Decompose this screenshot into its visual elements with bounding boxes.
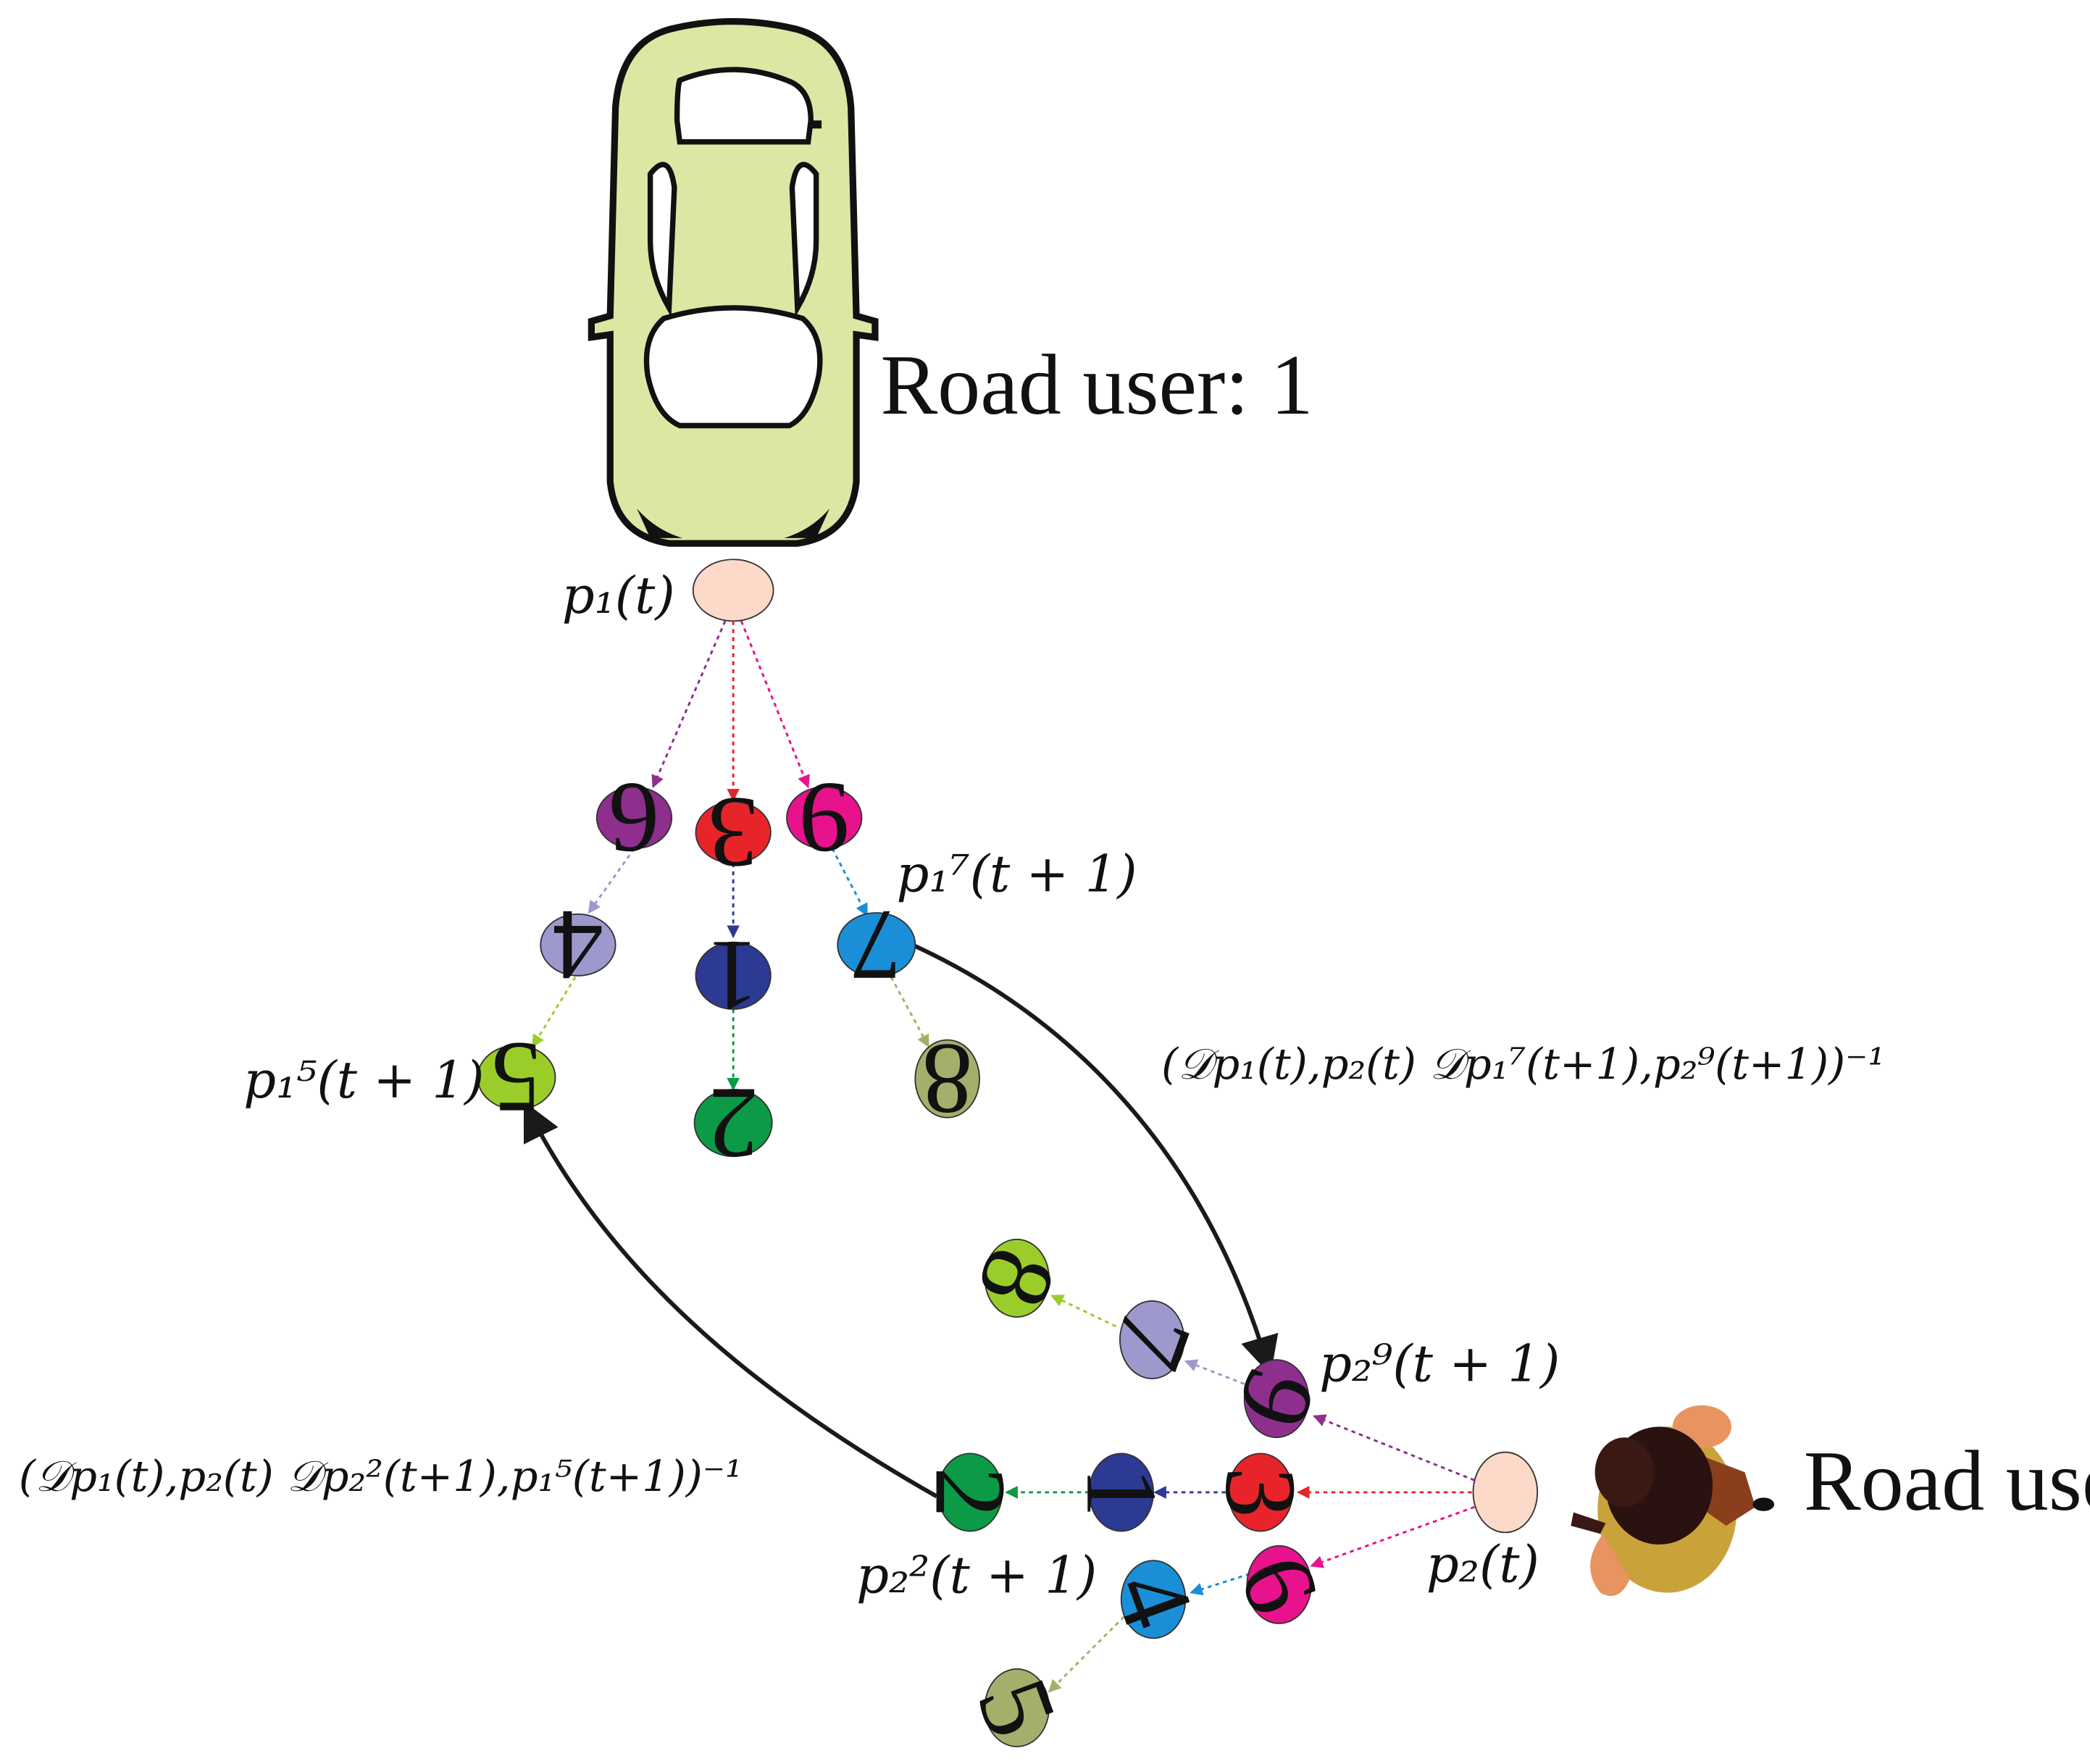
p2-9-label: p₂⁹(t + 1) <box>1319 1334 1560 1394</box>
user2-node-7: 7 <box>1090 1297 1213 1383</box>
svg-text:4: 4 <box>553 889 603 1001</box>
user1-node-8: 8 <box>914 1023 980 1135</box>
edge-7-to-8 <box>890 976 930 1048</box>
user2-node-2: 2 <box>914 1452 1027 1532</box>
formula-lower: (𝒟p₁(t),p₂(t) 𝒟p₂²(t+1),p₁⁵(t+1))⁻¹ <box>19 1451 743 1501</box>
svg-text:3: 3 <box>1204 1467 1316 1518</box>
user2-node-8: 8 <box>956 1235 1079 1321</box>
edge-9-to-7 <box>1184 1359 1245 1385</box>
p2-origin-node <box>1472 1451 1539 1534</box>
edge-6-to-4 <box>1190 1573 1250 1596</box>
edge-7-to-8 <box>1050 1295 1117 1328</box>
svg-text:8: 8 <box>922 1023 973 1135</box>
user1-node-7: 7 <box>837 889 916 1001</box>
user1-edges <box>531 620 930 1091</box>
edge-origin-to-9 <box>740 620 810 788</box>
user2-edges <box>1005 1295 1475 1693</box>
user2-node-5: 5 <box>956 1665 1079 1751</box>
svg-text:5: 5 <box>491 1021 542 1134</box>
p2-t-label: p₂(t) <box>1426 1535 1539 1594</box>
user1-node-2: 2 <box>693 1067 773 1179</box>
user1-node-4: 4 <box>540 889 616 1001</box>
car-icon <box>588 17 879 547</box>
user1-node-6: 6 <box>595 761 673 874</box>
svg-text:7: 7 <box>851 889 902 1001</box>
edge-4-to-5 <box>531 976 577 1048</box>
p1-7-label: p₁⁷(t + 1) <box>896 844 1137 903</box>
p1-t-label: p₁(t) <box>562 566 675 625</box>
edge-4-to-5 <box>1048 1615 1125 1693</box>
edge-origin-to-9 <box>1313 1414 1475 1481</box>
user2-node-4: 4 <box>1092 1556 1215 1642</box>
road-user-1-label: Road user: 1 <box>880 338 1313 432</box>
user2-node-1: 1 <box>1065 1452 1177 1532</box>
edge-6-to-4 <box>588 848 635 914</box>
pedestrian-icon <box>1571 1405 1775 1597</box>
arrow-p2-2-to-p1-5 <box>523 1101 938 1499</box>
svg-text:9: 9 <box>799 761 850 874</box>
user1-node-3: 3 <box>695 777 772 889</box>
svg-text:2: 2 <box>708 1067 758 1179</box>
svg-text:1: 1 <box>708 919 758 1032</box>
p1-5-label: p₁⁵(t + 1) <box>243 1050 484 1110</box>
svg-text:1: 1 <box>1065 1467 1177 1518</box>
svg-text:3: 3 <box>708 777 758 889</box>
user2-node-3: 3 <box>1204 1452 1316 1532</box>
user2-node-6: 6 <box>1218 1542 1341 1628</box>
formula-upper: (𝒟p₁(t),p₂(t) 𝒟p₁⁷(t+1),p₂⁹(t+1))⁻¹ <box>1161 1039 1885 1089</box>
road-user-2-label: Road user: 2 <box>1804 1434 2090 1529</box>
svg-text:2: 2 <box>914 1467 1027 1518</box>
user1-node-1: 1 <box>695 919 772 1032</box>
user1-node-5: 5 <box>477 1021 556 1134</box>
p1-origin-node <box>692 559 774 622</box>
svg-text:6: 6 <box>609 761 659 874</box>
edge-origin-to-6 <box>651 620 727 788</box>
edge-origin-to-6 <box>1310 1505 1475 1568</box>
arrow-p1-7-to-p2-9 <box>911 942 1279 1376</box>
p2-2-label: p₂²(t + 1) <box>856 1546 1097 1605</box>
user1-node-9: 9 <box>786 761 863 874</box>
